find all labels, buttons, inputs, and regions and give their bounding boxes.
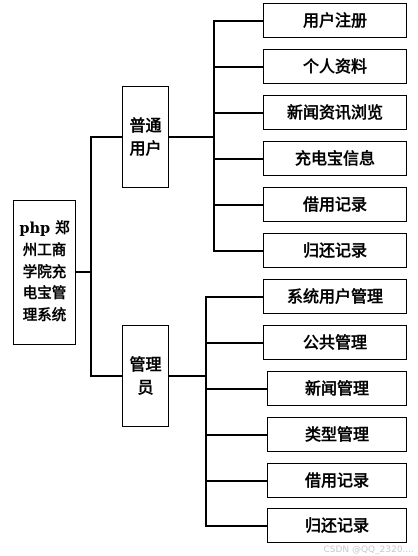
child-connector <box>213 204 263 206</box>
group-2-out-connector <box>169 375 205 377</box>
group-2-connector <box>90 375 122 377</box>
group-label: 普通用户 <box>129 115 162 158</box>
leaf-node: 借用记录 <box>267 463 407 498</box>
group-label: 管理员 <box>129 354 162 397</box>
leaf-node: 归还记录 <box>263 233 407 268</box>
group-1-out-connector <box>169 136 213 138</box>
child-connector <box>213 66 263 68</box>
leaf-label: 新闻资讯浏览 <box>286 102 383 122</box>
group-1-connector <box>90 136 122 138</box>
leaf-node: 用户注册 <box>263 3 407 38</box>
watermark: CSDN @QQ_2320.... <box>323 545 414 555</box>
child-connector <box>205 342 263 344</box>
leaf-label: 借用记录 <box>304 470 369 490</box>
leaf-node: 公共管理 <box>263 325 407 360</box>
child-connector <box>213 20 263 22</box>
root-connector <box>76 271 90 273</box>
leaf-label: 借用记录 <box>302 194 367 214</box>
leaf-label: 用户注册 <box>302 10 367 30</box>
leaf-node: 归还记录 <box>267 508 407 543</box>
child-connector <box>205 525 267 527</box>
leaf-label: 个人资料 <box>302 56 367 76</box>
leaf-node: 系统用户管理 <box>263 279 407 314</box>
leaf-label: 类型管理 <box>304 424 369 444</box>
child-connector <box>205 296 263 298</box>
child-connector <box>213 112 263 114</box>
leaf-label: 充电宝信息 <box>294 148 375 168</box>
leaf-node: 个人资料 <box>263 49 407 84</box>
leaf-node: 类型管理 <box>267 417 407 452</box>
leaf-node: 充电宝信息 <box>263 141 407 176</box>
leaf-node: 新闻资讯浏览 <box>263 95 407 130</box>
leaf-label: 归还记录 <box>304 515 369 535</box>
child-connector <box>205 480 267 482</box>
leaf-label: 新闻管理 <box>304 378 369 398</box>
child-connector <box>213 250 263 252</box>
leaf-node: 新闻管理 <box>267 371 407 406</box>
child-connector <box>213 158 263 160</box>
root-label: php 郑州工商学院充电宝管理系统 <box>19 220 70 325</box>
group-1-bus <box>213 20 215 251</box>
group-node-regular-user: 普通用户 <box>122 86 169 188</box>
leaf-label: 公共管理 <box>302 332 367 352</box>
leaf-label: 系统用户管理 <box>286 286 383 306</box>
leaf-node: 借用记录 <box>263 187 407 222</box>
child-connector <box>205 434 267 436</box>
group-2-bus <box>205 296 207 526</box>
group-node-admin: 管理员 <box>122 325 169 427</box>
root-node: php 郑州工商学院充电宝管理系统 <box>13 200 76 345</box>
root-trunk <box>90 136 92 376</box>
child-connector <box>205 388 267 390</box>
leaf-label: 归还记录 <box>302 240 367 260</box>
